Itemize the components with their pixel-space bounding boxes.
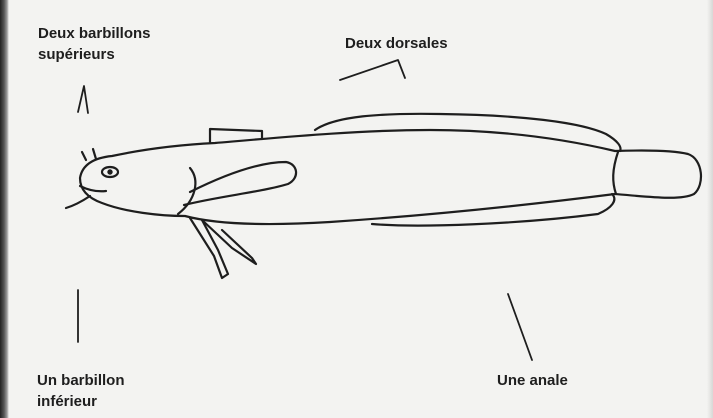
pointer-anal	[508, 294, 532, 360]
label-lower-barbel: Un barbillon inférieur	[37, 370, 125, 412]
pointer-upper-barbels	[78, 86, 88, 113]
label-upper-barbels-line1: Deux barbillons	[38, 23, 151, 44]
label-dorsals: Deux dorsales	[345, 33, 448, 54]
label-upper-barbels-line2: supérieurs	[38, 44, 151, 65]
fish-pupil	[108, 170, 111, 173]
caudal-fin-line	[613, 152, 618, 194]
label-lower-barbel-line1: Un barbillon	[37, 370, 125, 391]
lower-barbel	[66, 196, 90, 208]
pointer-dorsals	[340, 60, 405, 80]
label-anal: Une anale	[497, 370, 568, 391]
pectoral-fin	[184, 162, 296, 205]
upper-barbel-1	[82, 152, 86, 160]
pelvic-fin-2	[202, 220, 256, 264]
label-lower-barbel-line2: inférieur	[37, 391, 125, 412]
upper-barbel-2	[93, 149, 96, 159]
label-upper-barbels: Deux barbillons supérieurs	[38, 23, 151, 65]
